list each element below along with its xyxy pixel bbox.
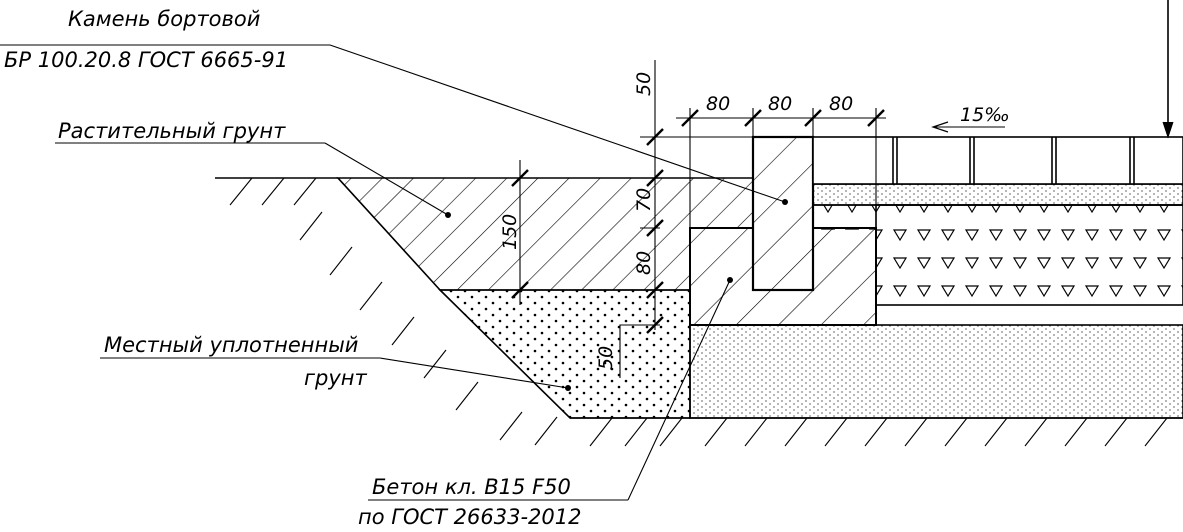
curb-stone-label: Камень бортовой: [68, 7, 260, 31]
sand-subbase-layer: [689, 324, 1183, 419]
callout-topsoil: Растительный грунт: [58, 119, 286, 143]
curb-stone-gost: БР 100.20.8 ГОСТ 6665-91: [4, 48, 288, 72]
dim-50-depth-group: 50: [595, 324, 660, 378]
local-soil-label-2: грунт: [304, 366, 368, 390]
dim-80-a: 80: [706, 93, 730, 115]
dim-80-b: 80: [768, 93, 792, 115]
callout-concrete: Бетон кл. В15 F50 по ГОСТ 26633-2012: [358, 475, 581, 529]
bottom-ground-line: [570, 417, 1183, 447]
leaders: [0, 44, 788, 501]
trench-slope-hatching: [299, 177, 571, 446]
section-arrow: [1162, 0, 1174, 139]
paving-blocks: [812, 136, 1183, 185]
callout-curb-stone: Камень бортовой БР 100.20.8 ГОСТ 6665-91: [4, 7, 288, 72]
concrete-label: Бетон кл. В15 F50: [372, 475, 571, 499]
dim-150-group: 150: [499, 160, 529, 305]
topsoil-label: Растительный грунт: [58, 119, 286, 143]
slope-indicator: 15‰: [931, 104, 1010, 133]
dim-80-c: 80: [829, 93, 853, 115]
vertical-dimensions: 50 70 80: [633, 60, 753, 334]
dim-150: 150: [499, 214, 521, 250]
dim-70: 70: [633, 188, 655, 212]
dim-80-vertical: 80: [633, 251, 655, 275]
bedding-layer: [812, 183, 1183, 206]
horizontal-dimensions: 80 80 80: [676, 93, 886, 230]
ground-line: [215, 177, 338, 206]
slope-label: 15‰: [960, 104, 1010, 126]
dim-50-depth: 50: [595, 346, 617, 370]
callout-local-soil: Местный уплотненный грунт: [104, 333, 368, 390]
local-soil-label: Местный уплотненный: [104, 333, 358, 357]
dim-50-top: 50: [633, 72, 655, 96]
concrete-gost: по ГОСТ 26633-2012: [358, 505, 581, 529]
curb-stone: [751, 135, 815, 292]
compacted-soil-layer: [438, 289, 691, 419]
